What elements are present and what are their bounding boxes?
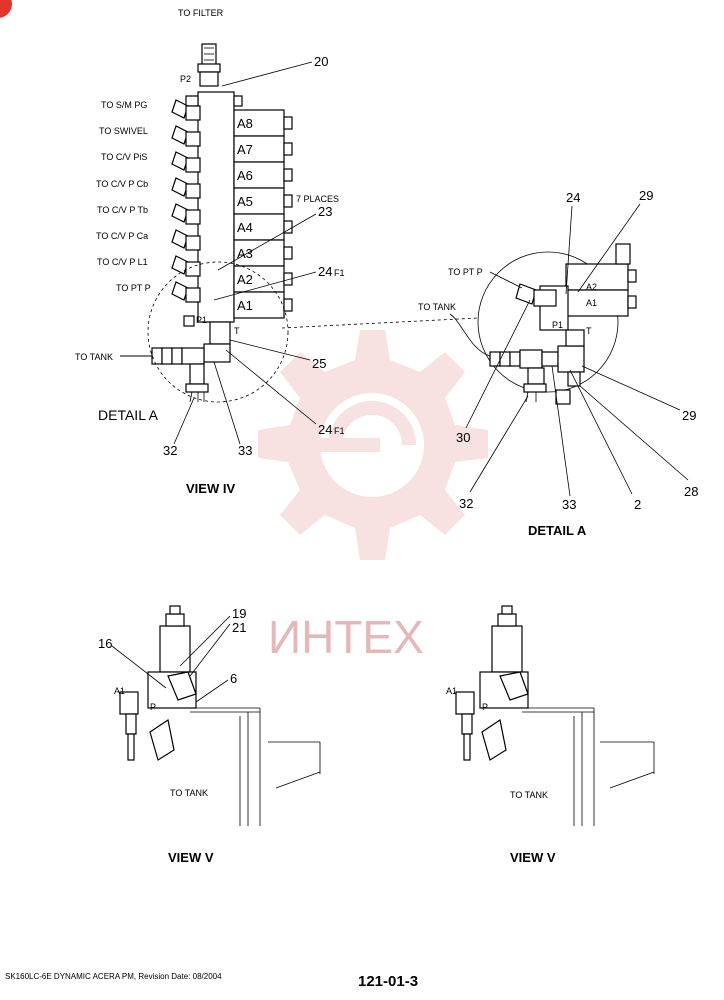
solenoid-a1: A1 [237, 298, 253, 313]
label-to-cv-pl1: TO C/V P L1 [97, 257, 148, 267]
label-to-pt-p: TO PT P [116, 283, 151, 293]
watermark-logo [258, 330, 488, 560]
v1-label-a1: A1 [114, 686, 125, 696]
callout-25: 25 [312, 356, 326, 371]
detail-label-a1: A1 [586, 298, 597, 308]
detail-label-p1: P1 [552, 320, 563, 330]
label-to-filter: TO FILTER [178, 8, 224, 18]
view-v-left: A1 P TO TANK 19 21 16 6 VIEW V [98, 605, 321, 865]
footer-text: SK160LC-6E DYNAMIC ACERA PM, Revision Da… [5, 972, 222, 981]
fitting-top [201, 43, 217, 67]
title-detail-a: DETAIL A [528, 523, 587, 538]
v-callout-19: 19 [232, 606, 246, 621]
detail-circle [147, 261, 289, 403]
callout-f1-top: F1 [334, 268, 345, 278]
title-view-iv: VIEW IV [186, 481, 235, 496]
label-p2: P2 [180, 74, 191, 84]
callout-24-top: 24 [318, 264, 332, 279]
detail-link-line [281, 317, 479, 329]
label-detail-a: DETAIL A [98, 407, 159, 423]
title-view-v-right: VIEW V [510, 850, 556, 865]
detail-callout-30: 30 [456, 430, 470, 445]
manifold-block [197, 91, 235, 323]
detail-callout-32: 32 [459, 496, 473, 511]
detail-label-a2: A2 [586, 282, 597, 292]
label-to-swivel: TO SWIVEL [99, 126, 148, 136]
label-7-places: 7 PLACES [296, 194, 339, 204]
view-iv: TO FILTER P2 [75, 8, 345, 496]
label-to-cv-pis: TO C/V PiS [101, 152, 147, 162]
detail-a: A2 A1 P1 T TO PT P TO TANK 24 29 29 30 [418, 188, 698, 538]
detail-callout-29-right: 29 [682, 408, 696, 423]
v1-label-to-tank: TO TANK [170, 788, 208, 798]
corner-badge [0, 0, 12, 18]
v2-label-to-tank: TO TANK [510, 790, 548, 800]
elbow-fittings [171, 99, 201, 303]
v-callout-6: 6 [230, 671, 237, 686]
v-callout-21: 21 [232, 620, 246, 635]
title-view-v-left: VIEW V [168, 850, 214, 865]
v2-label-p: P [482, 702, 488, 712]
label-to-sm-pg: TO S/M PG [101, 100, 147, 110]
solenoid-stack: A8 A7 A6 A5 A4 A3 A2 A1 [233, 109, 293, 319]
solenoid-a8: A8 [237, 116, 253, 131]
label-to-cv-pcb: TO C/V P Cb [96, 179, 148, 189]
callout-32: 32 [163, 443, 177, 458]
v1-label-p: P [150, 702, 156, 712]
detail-callout-29-top: 29 [639, 188, 653, 203]
label-to-tank: TO TANK [75, 352, 113, 362]
detail-label-to-tank: TO TANK [418, 302, 456, 312]
v-callout-16: 16 [98, 636, 112, 651]
detail-label-to-pt-p: TO PT P [448, 267, 483, 277]
callout-33: 33 [238, 443, 252, 458]
label-p1: P1 [196, 315, 207, 325]
detail-label-t: T [586, 326, 592, 336]
callout-20: 20 [314, 54, 328, 69]
v2-label-a1: A1 [446, 686, 457, 696]
solenoid-a2: A2 [237, 272, 253, 287]
view-v-right: A1 P TO TANK VIEW V [446, 605, 655, 865]
solenoid-a7: A7 [237, 142, 253, 157]
solenoid-a3: A3 [237, 246, 253, 261]
solenoid-a4: A4 [237, 220, 253, 235]
detail-callout-2: 2 [634, 497, 641, 512]
callout-f1-bot: F1 [334, 426, 345, 436]
label-t: T [234, 326, 240, 336]
label-to-cv-ptb: TO C/V P Tb [97, 205, 148, 215]
callout-23: 23 [318, 204, 332, 219]
solenoid-a5: A5 [237, 194, 253, 209]
label-to-cv-pca: TO C/V P Ca [96, 231, 148, 241]
detail-callout-24: 24 [566, 190, 580, 205]
callout-24-bot: 24 [318, 422, 332, 437]
solenoid-a6: A6 [237, 168, 253, 183]
watermark-text: ИНТЕХ [268, 611, 424, 663]
detail-callout-33: 33 [562, 497, 576, 512]
detail-callout-28: 28 [684, 484, 698, 499]
page-number: 121-01-3 [358, 973, 418, 990]
